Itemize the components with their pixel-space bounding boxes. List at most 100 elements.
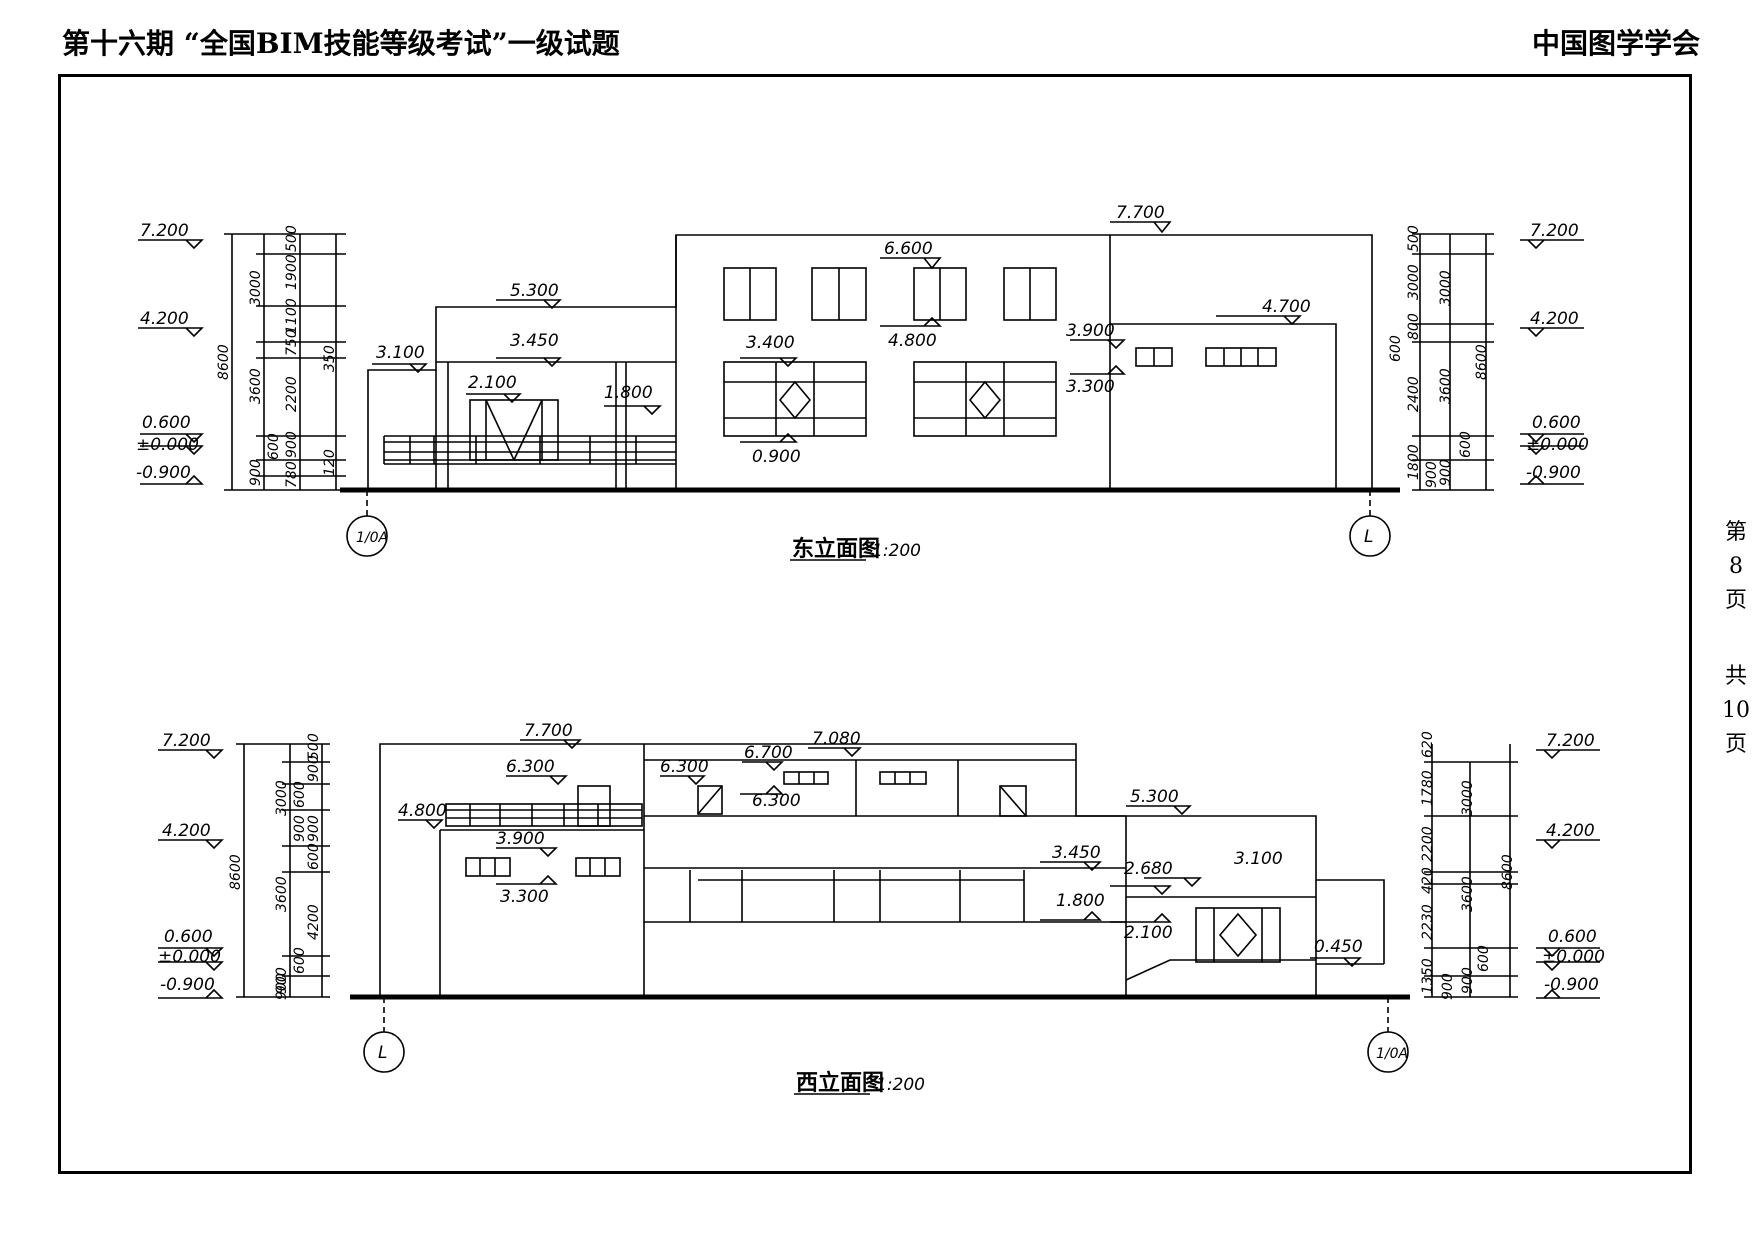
east-axis-right-label: L [1364, 527, 1373, 547]
west-dim-right-total: 8600 [1500, 854, 1516, 890]
east-level-right-4: -0.900 [1526, 463, 1581, 483]
east-mark-7: 3.400 [746, 333, 795, 353]
east-level-marks [372, 221, 1302, 443]
west-level-right-4: -0.900 [1544, 975, 1599, 995]
west-mark-11: 3.100 [1234, 849, 1283, 869]
west-dim-right-inner-0: 620 [1420, 731, 1436, 758]
west-dim-left-inner-8: 900 [274, 973, 290, 1000]
west-outline [379, 743, 1385, 997]
east-mark-1: 6.600 [884, 239, 933, 259]
east-mark-12: 0.900 [752, 447, 801, 467]
east-dim-left-inner2-1: 120 [322, 449, 338, 476]
east-elevation-scale: 1:200 [872, 541, 921, 561]
west-dim-left-inner-1: 900 [306, 755, 322, 782]
east-dim-right-total: 8600 [1474, 344, 1490, 380]
east-dim-left-inner-6: 600 [266, 433, 282, 460]
west-dim-left-inner-0: 500 [306, 733, 322, 760]
east-dim-left-mid-2: 900 [248, 459, 264, 486]
east-dim-left-inner-1: 1900 [284, 254, 300, 290]
west-dim-right-inner-6: 600 [1476, 945, 1492, 972]
east-level-left-0: 7.200 [140, 221, 189, 241]
drawing-frame [58, 74, 1692, 1174]
west-mark-10: 3.300 [500, 887, 549, 907]
west-level-marks [398, 739, 1362, 968]
west-level-left-3: ±0.000 [158, 947, 221, 967]
west-elevation-scale: 1:200 [876, 1075, 925, 1095]
west-right-dims [1424, 744, 1600, 999]
west-dim-left-inner-4: 900 [292, 815, 308, 842]
east-dim-right-inner-5: 1800 [1406, 444, 1422, 480]
east-dim-right-inner-3: 600 [1388, 335, 1404, 362]
east-entrance-door [469, 399, 559, 461]
east-dim-left-inner-4: 2200 [284, 376, 300, 412]
east-mark-6: 3.450 [510, 331, 559, 351]
east-dim-left-total: 8600 [216, 344, 232, 380]
east-dim-right-inner-2: 800 [1406, 313, 1422, 340]
page-total: 共 10 页 [1722, 660, 1750, 762]
west-level-left-0: 7.200 [162, 731, 211, 751]
east-left-dims [138, 233, 346, 491]
west-dim-right-inner-4: 2230 [1420, 904, 1436, 940]
east-elevation [138, 221, 1584, 561]
west-elevation [158, 739, 1600, 1095]
total-count: 10 [1722, 698, 1750, 723]
east-elevation-title: 东立面图 [792, 536, 880, 562]
east-dim-right-inner-0: 500 [1406, 225, 1422, 252]
west-mark-6: 5.300 [1130, 787, 1179, 807]
east-dim-left-inner-0: 500 [284, 225, 300, 252]
east-right-windows [1135, 347, 1277, 367]
west-level-left-4: -0.900 [160, 975, 215, 995]
east-dim-right-mid-0: 3000 [1438, 270, 1454, 306]
west-dim-left-inner-2: 600 [292, 781, 308, 808]
total-label-suffix: 页 [1724, 732, 1747, 757]
east-dim-left-inner-2: 1100 [284, 298, 300, 334]
east-mark-2: 5.300 [510, 281, 559, 301]
west-axis-left-label: L [378, 1043, 387, 1063]
east-dim-right-inner-1: 3000 [1406, 264, 1422, 300]
west-level-right-0: 7.200 [1546, 731, 1595, 751]
east-dim-left-mid-1: 3600 [248, 368, 264, 404]
west-dim-right-mid-0: 3000 [1460, 780, 1476, 816]
west-mark-8: 3.900 [496, 829, 545, 849]
west-dim-right-mid-1: 3600 [1460, 876, 1476, 912]
west-mark-14: 1.800 [1056, 891, 1105, 911]
east-level-left-3: ±0.000 [136, 435, 199, 455]
east-dim-left-inner-5: 900 [284, 431, 300, 458]
west-mark-1: 7.080 [812, 729, 861, 749]
east-axis-left-label: 1/0A [356, 530, 388, 546]
west-mark-15: 0.450 [1314, 937, 1363, 957]
east-dim-left-inner-7: 780 [284, 461, 300, 488]
east-dim-right-inner-7: 900 [1424, 461, 1440, 488]
west-mark-3: 6.300 [506, 757, 555, 777]
east-dim-left-mid-0: 3000 [248, 270, 264, 306]
west-mark-5: 6.300 [752, 791, 801, 811]
exam-header-title: 第十六期 “全国BIM技能等级考试”一级试题 [62, 27, 620, 60]
east-dim-right-inner-4: 2400 [1406, 376, 1422, 412]
west-entrance-door [1195, 907, 1281, 963]
east-mark-3: 4.800 [888, 331, 937, 351]
east-dim-right-mid-2: 900 [1438, 459, 1454, 486]
east-outline [367, 234, 1373, 490]
west-level-left-2: 0.600 [164, 927, 213, 947]
west-mark-2: 6.700 [744, 743, 793, 763]
west-dim-right-inner-2: 2200 [1420, 826, 1436, 862]
east-mark-11: 1.800 [604, 383, 653, 403]
page-current: 8 [1729, 554, 1743, 579]
west-level-right-2: 0.600 [1548, 927, 1597, 947]
east-dim-left-inner2-0: 350 [322, 345, 338, 372]
east-upper-windows [723, 267, 1057, 321]
east-mark-9: 3.100 [376, 343, 425, 363]
east-right-dims [1412, 233, 1584, 491]
west-mark-13: 2.100 [1124, 923, 1173, 943]
west-level-right-1: 4.200 [1546, 821, 1595, 841]
west-dim-left-inner-5: 600 [306, 843, 322, 870]
east-dim-left-inner-3: 750 [284, 329, 300, 356]
west-mark-0: 7.700 [524, 721, 573, 741]
east-dim-right-mid-1: 3600 [1438, 368, 1454, 404]
west-dim-right-inner-1: 1780 [1420, 770, 1436, 806]
west-dim-right-inner-5: 1350 [1420, 958, 1436, 994]
west-mark-12: 2.680 [1124, 859, 1173, 879]
publisher-name: 中国图学学会 [1531, 27, 1700, 60]
east-mark-0: 7.700 [1116, 203, 1165, 223]
west-dim-left-mid-0: 3000 [274, 780, 290, 816]
